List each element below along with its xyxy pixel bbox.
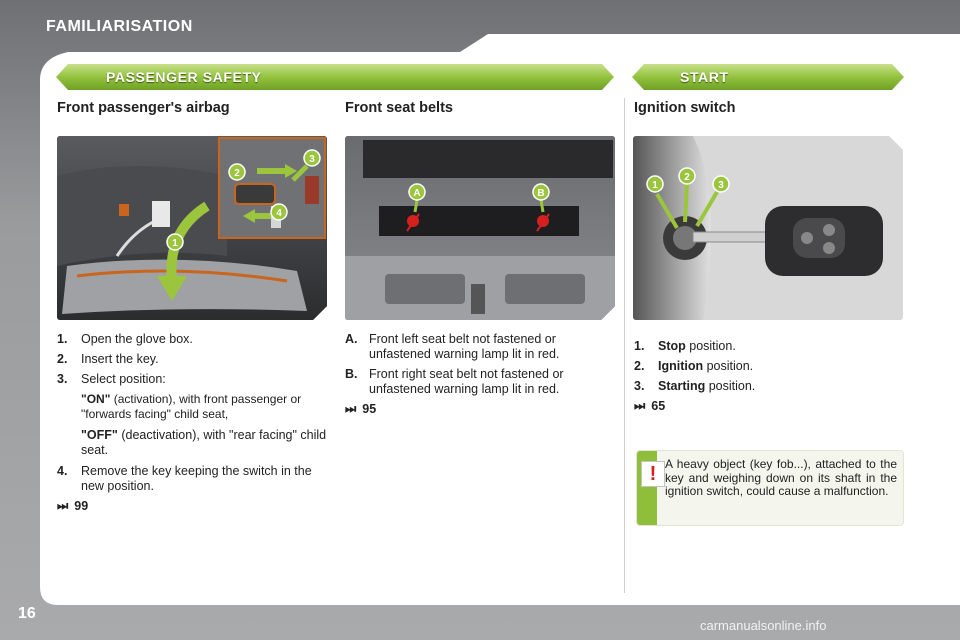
ignition-callout-3: 3 <box>713 176 729 192</box>
glovebox-illustration <box>57 136 327 320</box>
callout-1: 1 <box>167 234 183 250</box>
ignition-illustration: 1 2 3 <box>633 136 903 320</box>
page-ref-number: 95 <box>362 402 377 416</box>
item-text: Front right seat belt not fastened or un… <box>369 367 564 396</box>
position-text: position. <box>703 359 754 373</box>
step-label: 4. <box>57 464 68 478</box>
airbag-step-4: 4. Remove the key keeping the switch in t… <box>57 464 327 494</box>
ignition-callout-1-text: 1 <box>652 180 658 191</box>
callout-3: 3 <box>304 150 320 166</box>
item-label: 3. <box>634 379 645 393</box>
step-text: Open the glove box. <box>81 332 193 346</box>
position-name: Starting <box>658 379 706 393</box>
callout-b: B <box>533 184 549 200</box>
warning-text: A heavy object (key fob...), attached to… <box>665 457 897 498</box>
seatbelt-item-a: A. Front left seat belt not fastened or u… <box>345 332 615 362</box>
page-title: FAMILIARISATION <box>46 18 193 35</box>
airbag-step-3: 3. Select position: <box>57 372 327 387</box>
page-ref-number: 65 <box>651 399 666 413</box>
callout-2: 2 <box>229 164 245 180</box>
item-label: 2. <box>634 359 645 373</box>
fast-forward-icon: ⏭ <box>57 499 69 513</box>
ignition-figure: 1 2 3 <box>633 136 903 320</box>
position-name: Stop <box>658 339 686 353</box>
step-text: Select position: <box>81 372 166 386</box>
airbag-instructions: 1.Open the glove box. 2.Insert the key. … <box>57 332 327 514</box>
position-name: Ignition <box>658 359 704 373</box>
column-divider <box>624 98 625 593</box>
seatbelts-descriptions: A. Front left seat belt not fastened or u… <box>345 332 615 417</box>
step-label: 3. <box>57 372 68 386</box>
callout-1-text: 1 <box>172 238 178 249</box>
fast-forward-icon: ⏭ <box>634 399 646 413</box>
option-name: "OFF" <box>81 428 118 442</box>
seatbelt-warning-lamp-left <box>407 214 419 231</box>
airbag-title: Front passenger's airbag <box>57 100 230 116</box>
fast-forward-icon: ⏭ <box>345 402 357 416</box>
banner-start: START <box>632 64 904 90</box>
seatbelts-page-ref[interactable]: ⏭ 95 <box>345 402 615 417</box>
page-number: 16 <box>18 605 36 622</box>
step-text: Remove the key keeping the switch in the… <box>81 464 312 493</box>
option-name: "ON" <box>81 392 111 406</box>
airbag-option-on: "ON" (activation), with front passenger … <box>57 392 327 422</box>
ignition-positions: 1. Stop position. 2. Ignition position. 3.… <box>634 339 902 414</box>
option-text: (activation), with front passenger or "f… <box>81 392 302 421</box>
ignition-position-starting: 3. Starting position. <box>634 379 902 394</box>
callout-3-text: 3 <box>309 154 315 165</box>
item-label: 1. <box>634 339 645 353</box>
airbag-step-2: 2. Insert the key. <box>57 352 327 367</box>
seatbelt-item-b: B. Front right seat belt not fastened or … <box>345 367 615 397</box>
dashboard-illustration: A B <box>345 136 615 320</box>
callout-b-text: B <box>537 188 544 199</box>
banner-passenger-safety: PASSENGER SAFETY <box>56 64 614 90</box>
step-label: 2. <box>57 352 68 366</box>
ignition-page-ref[interactable]: ⏭ 65 <box>634 399 902 414</box>
warning-box: ! A heavy object (key fob...), attached … <box>637 451 903 525</box>
warning-icon: ! <box>641 461 665 487</box>
position-text: position. <box>705 379 756 393</box>
seatbelt-warning-lamp-right <box>537 214 549 231</box>
ignition-callout-1: 1 <box>647 176 663 192</box>
option-text: (deactivation), with "rear facing" child… <box>81 428 327 457</box>
item-label: B. <box>345 367 358 381</box>
position-text: position. <box>685 339 736 353</box>
ignition-callout-3-text: 3 <box>718 180 724 191</box>
callout-2-text: 2 <box>234 168 240 179</box>
seatbelts-title: Front seat belts <box>345 100 453 116</box>
page-ref-number: 99 <box>74 499 89 513</box>
airbag-figure: 1 2 3 4 <box>57 136 327 320</box>
ignition-position-stop: 1. Stop position. <box>634 339 902 354</box>
airbag-callouts: 1 2 3 4 <box>57 136 327 320</box>
seatbelts-figure: A B <box>345 136 615 320</box>
watermark: carmanualsonline.info <box>700 618 827 633</box>
ignition-callout-2: 2 <box>679 168 695 184</box>
callout-4-text: 4 <box>276 208 282 219</box>
airbag-page-ref[interactable]: ⏭ 99 <box>57 499 327 514</box>
ignition-callout-2-text: 2 <box>684 172 690 183</box>
ignition-position-ignition: 2. Ignition position. <box>634 359 902 374</box>
callout-4: 4 <box>271 204 287 220</box>
ignition-title: Ignition switch <box>634 100 736 116</box>
item-label: A. <box>345 332 358 346</box>
airbag-step-1: 1. Open the glove box. <box>57 332 327 347</box>
banner-start-label: START <box>680 69 729 85</box>
step-label: 1. <box>57 332 68 346</box>
step-text: Insert the key. <box>81 352 159 366</box>
item-text: Front left seat belt not fastened or unf… <box>369 332 560 361</box>
callout-a-text: A <box>413 188 420 199</box>
callout-a: A <box>409 184 425 200</box>
airbag-option-off: "OFF" (deactivation), with "rear facing"… <box>57 428 327 458</box>
banner-passenger-safety-label: PASSENGER SAFETY <box>106 69 262 85</box>
